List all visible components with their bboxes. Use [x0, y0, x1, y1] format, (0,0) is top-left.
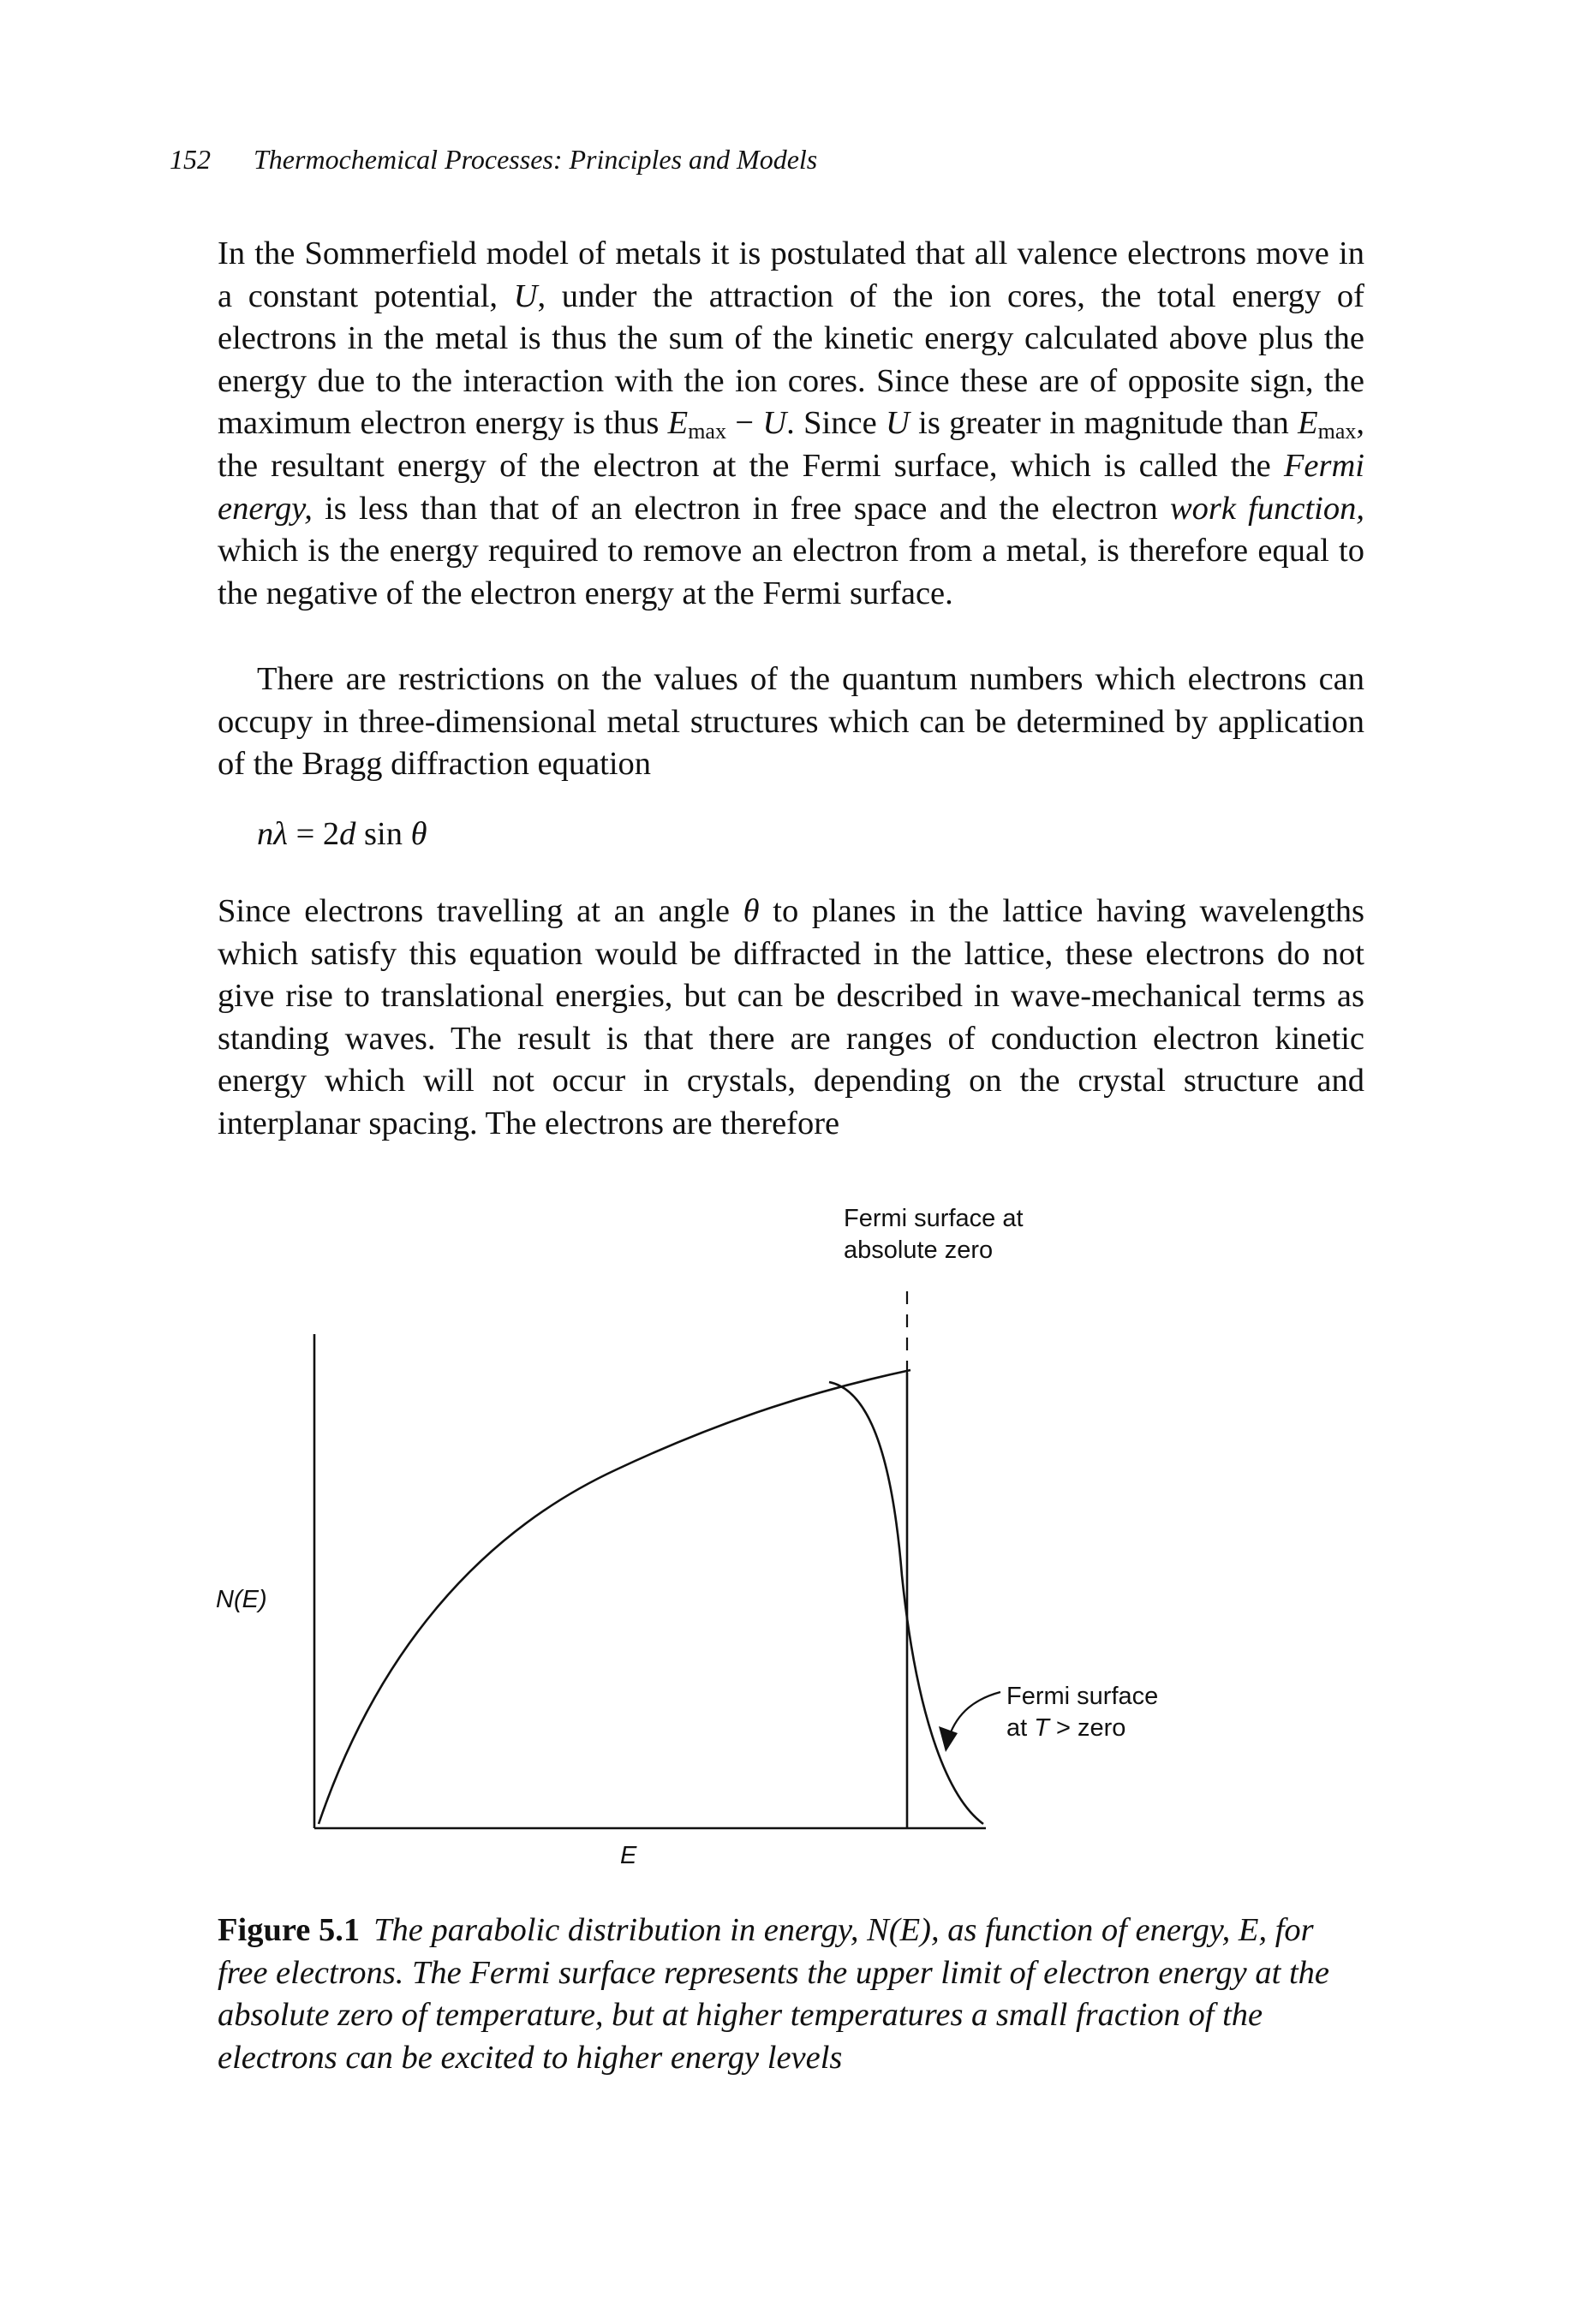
paragraph-quantum-restrictions: There are restrictions on the values of … — [218, 661, 1364, 783]
thermal-distribution-curve — [828, 1380, 984, 1826]
x-axis-label: E — [620, 1842, 637, 1869]
parabolic-curve — [317, 1368, 911, 1825]
figure-number: Figure 5.1 — [218, 1912, 361, 1948]
label-fermi-surface-absolute-zero: Fermi surface at absolute zero — [844, 1205, 1024, 1264]
page-number: 152 — [170, 144, 211, 175]
paragraph-sommerfield-model: In the Sommerfield model of metals it is… — [218, 235, 1365, 611]
term-fermi-energy: Fermi energy, — [218, 447, 1364, 527]
y-axis-label: N(E) — [216, 1586, 267, 1613]
label-fermi-surface-t-above-zero: Fermi surface at T > zero — [1006, 1683, 1159, 1742]
paragraph-standing-waves: Since electrons travelling at an angle θ… — [218, 893, 1364, 1141]
bragg-equation: nλ = 2d sin θ — [257, 816, 427, 852]
book-title: Thermochemical Processes: Principles and… — [254, 144, 818, 175]
term-work-function: work function, — [1169, 490, 1364, 527]
running-head: 152 Thermochemical Processes: Principles… — [170, 144, 817, 176]
caption-text: The parabolic distribution in energy, N(… — [218, 1912, 1329, 2076]
pointer-arrow-line — [947, 1690, 1001, 1737]
pointer-arrowhead — [939, 1726, 958, 1752]
